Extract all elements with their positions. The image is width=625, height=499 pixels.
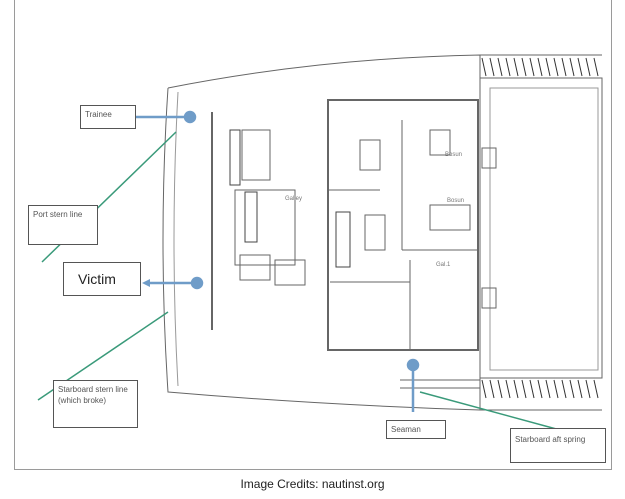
trainee-marker [183,110,197,124]
room-label: Galley [285,196,303,202]
trainee-label: Trainee [80,105,136,129]
victim-label: Victim [63,262,141,296]
victim-marker [190,276,204,290]
seaman-label: Seaman [386,420,446,439]
hull-outline [162,54,481,411]
image-credits: Image Credits: nautinst.org [240,477,385,491]
room-label: Bosun [445,152,463,158]
starboard-aft-spring-label: Starboard aft spring [510,428,606,463]
starboard-aft-spring [419,391,561,431]
seaman-marker [406,358,420,372]
starboard-stern-line-label: Starboard stern line (which broke) [53,380,138,428]
port-stern-line-label: Port stern line [28,205,98,245]
room-label: Gal.1 [436,262,451,268]
room-label: Bosun [447,198,465,204]
